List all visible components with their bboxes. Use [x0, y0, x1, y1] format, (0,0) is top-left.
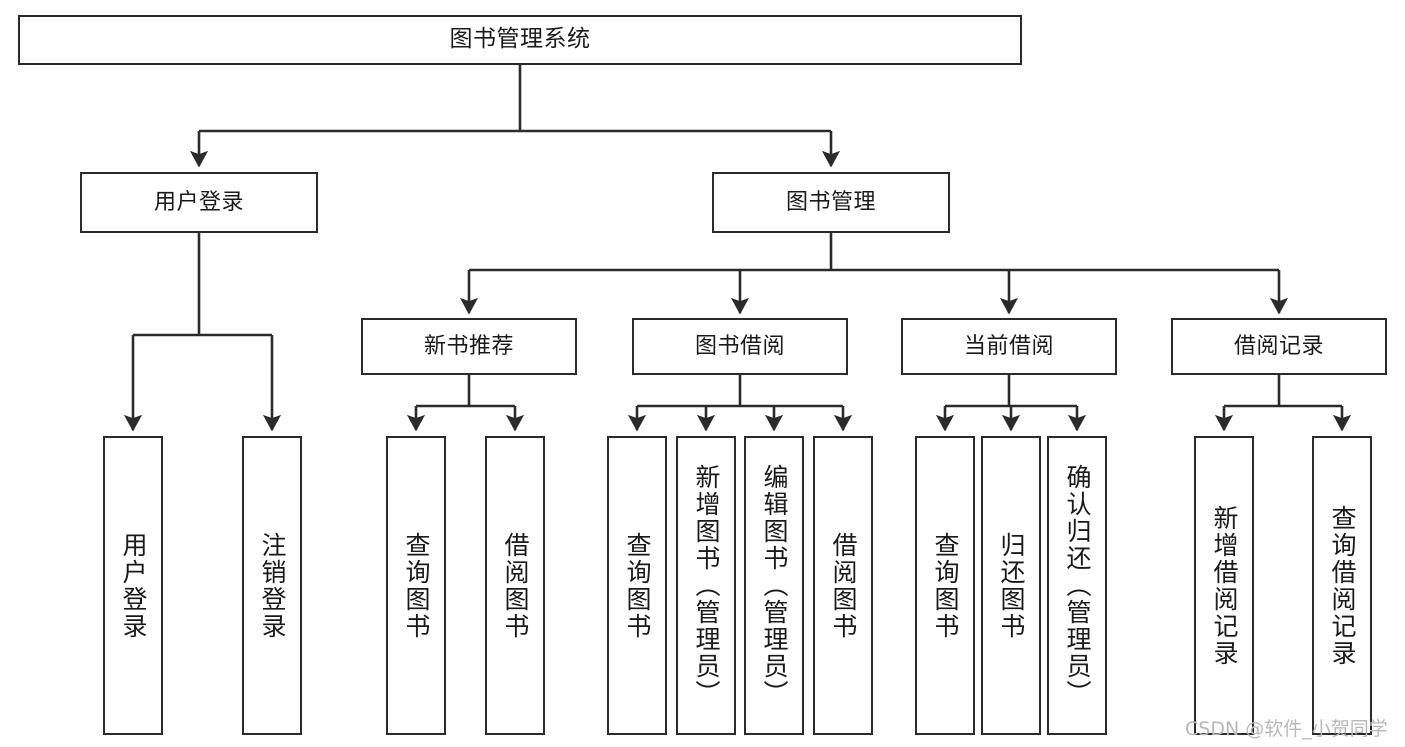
- leaf-add-borrow-record[interactable]: 新增借阅记录: [1194, 436, 1254, 735]
- node-current-borrowing[interactable]: 当前借阅: [901, 318, 1117, 375]
- node-label: 查询借阅记录: [1328, 504, 1357, 667]
- node-label: 编辑图书（管理员）: [760, 464, 789, 707]
- node-label: 用户登录: [153, 189, 244, 215]
- leaf-query-borrow-record[interactable]: 查询借阅记录: [1312, 436, 1372, 735]
- leaf-borrow-book-recommendation[interactable]: 借阅图书: [485, 436, 545, 735]
- leaf-query-book-recommendation[interactable]: 查询图书: [386, 436, 446, 735]
- leaf-return-book[interactable]: 归还图书: [981, 436, 1041, 735]
- node-label: 图书管理系统: [449, 26, 591, 53]
- node-label: 当前借阅: [963, 333, 1054, 359]
- node-borrowing-record[interactable]: 借阅记录: [1171, 318, 1387, 375]
- leaf-borrow-book-borrowing[interactable]: 借阅图书: [813, 436, 873, 735]
- node-label: 查询图书: [402, 531, 431, 640]
- node-label: 新书推荐: [423, 333, 514, 359]
- node-label: 确认归还（管理员）: [1063, 464, 1092, 707]
- watermark-text: CSDN @软件_小贺同学: [1185, 718, 1388, 740]
- node-label: 借阅图书: [501, 531, 530, 640]
- leaf-logout-login[interactable]: 注销登录: [242, 436, 302, 735]
- leaf-edit-book-admin[interactable]: 编辑图书（管理员）: [744, 436, 804, 735]
- leaf-user-login[interactable]: 用户登录: [103, 436, 163, 735]
- node-label: 借阅图书: [829, 531, 858, 640]
- node-label: 用户登录: [119, 531, 148, 640]
- leaf-confirm-return-admin[interactable]: 确认归还（管理员）: [1047, 436, 1107, 735]
- node-book-borrowing[interactable]: 图书借阅: [632, 318, 848, 375]
- node-label: 查询图书: [623, 531, 652, 640]
- node-label: 新增借阅记录: [1210, 504, 1239, 667]
- node-book-management[interactable]: 图书管理: [712, 172, 950, 233]
- node-root-book-management-system[interactable]: 图书管理系统: [18, 15, 1022, 65]
- node-label: 图书借阅: [694, 333, 785, 359]
- leaf-add-book-admin[interactable]: 新增图书（管理员）: [676, 436, 736, 735]
- node-user-login[interactable]: 用户登录: [80, 172, 318, 233]
- leaf-query-book-current[interactable]: 查询图书: [915, 436, 975, 735]
- node-label: 注销登录: [258, 531, 287, 640]
- leaf-query-book-borrowing[interactable]: 查询图书: [607, 436, 667, 735]
- node-label: 新增图书（管理员）: [692, 464, 721, 707]
- node-label: 借阅记录: [1233, 333, 1324, 359]
- node-new-book-recommendation[interactable]: 新书推荐: [361, 318, 577, 375]
- node-label: 查询图书: [931, 531, 960, 640]
- node-label: 归还图书: [997, 531, 1026, 640]
- node-label: 图书管理: [785, 189, 876, 215]
